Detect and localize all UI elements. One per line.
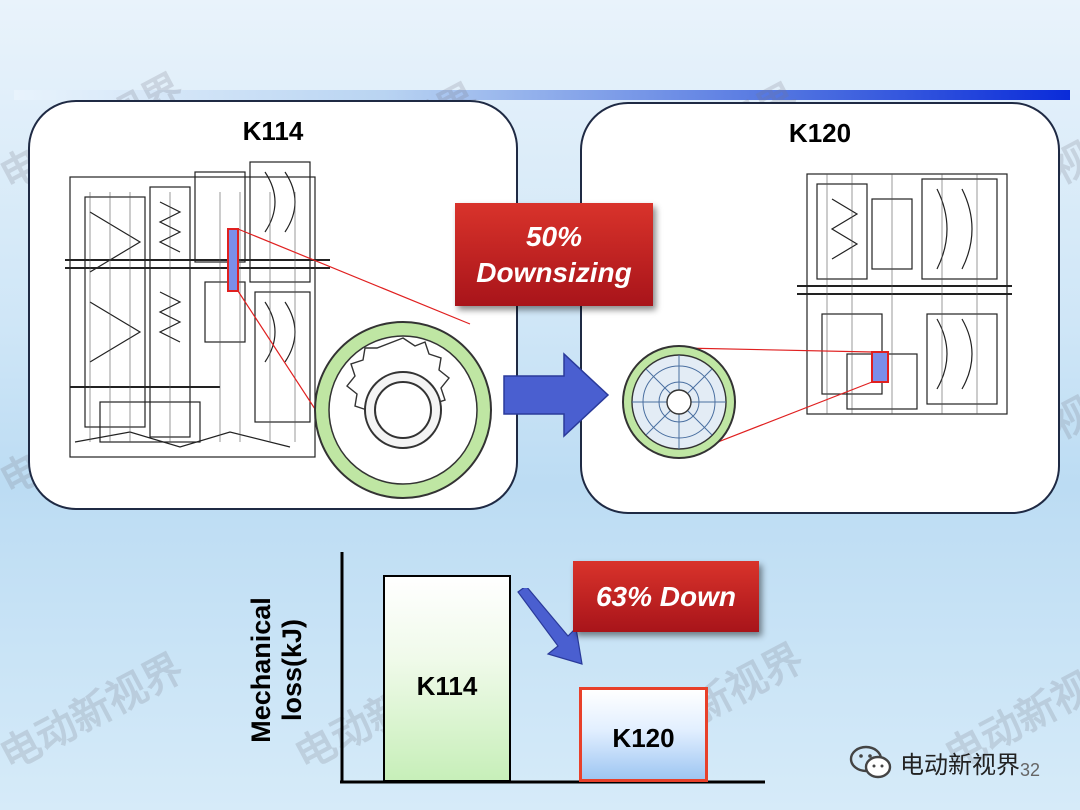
brand: 电动新视界 bbox=[848, 742, 1020, 782]
k120-title: K120 bbox=[788, 118, 852, 148]
down-callout: 63% Down bbox=[573, 561, 759, 632]
bar-k120-label: K120 bbox=[612, 723, 675, 753]
downsizing-callout: 50% Downsizing bbox=[455, 203, 653, 306]
blue-right-arrow bbox=[503, 352, 610, 438]
k114-transmission-drawing bbox=[65, 161, 492, 499]
brand-name: 电动新视界 bbox=[900, 750, 1020, 779]
y-axis-label-line2: loss(kJ) bbox=[277, 618, 307, 722]
k114-title: K114 bbox=[242, 116, 304, 146]
watermark: 电动新视界 bbox=[0, 645, 191, 780]
bar-k114-label: K114 bbox=[416, 671, 478, 701]
bar-k120: K120 bbox=[579, 687, 708, 782]
down-arrow bbox=[517, 588, 583, 665]
bar-k114: K114 bbox=[383, 575, 511, 782]
downsizing-word: Downsizing bbox=[476, 257, 632, 288]
k114-panel: K114 bbox=[28, 100, 518, 510]
wechat-icon bbox=[849, 745, 892, 779]
chart-axes bbox=[340, 552, 765, 784]
y-axis-label-line1: Mechanical bbox=[246, 597, 276, 743]
page-number: 32 bbox=[1020, 760, 1041, 780]
header-accent-bar bbox=[14, 90, 1070, 100]
k120-panel: K120 bbox=[580, 102, 1060, 514]
downsizing-percent: 50% bbox=[525, 221, 583, 252]
k120-transmission-drawing bbox=[622, 173, 1012, 459]
y-axis-label: Mechanical loss(kJ) bbox=[246, 580, 336, 760]
